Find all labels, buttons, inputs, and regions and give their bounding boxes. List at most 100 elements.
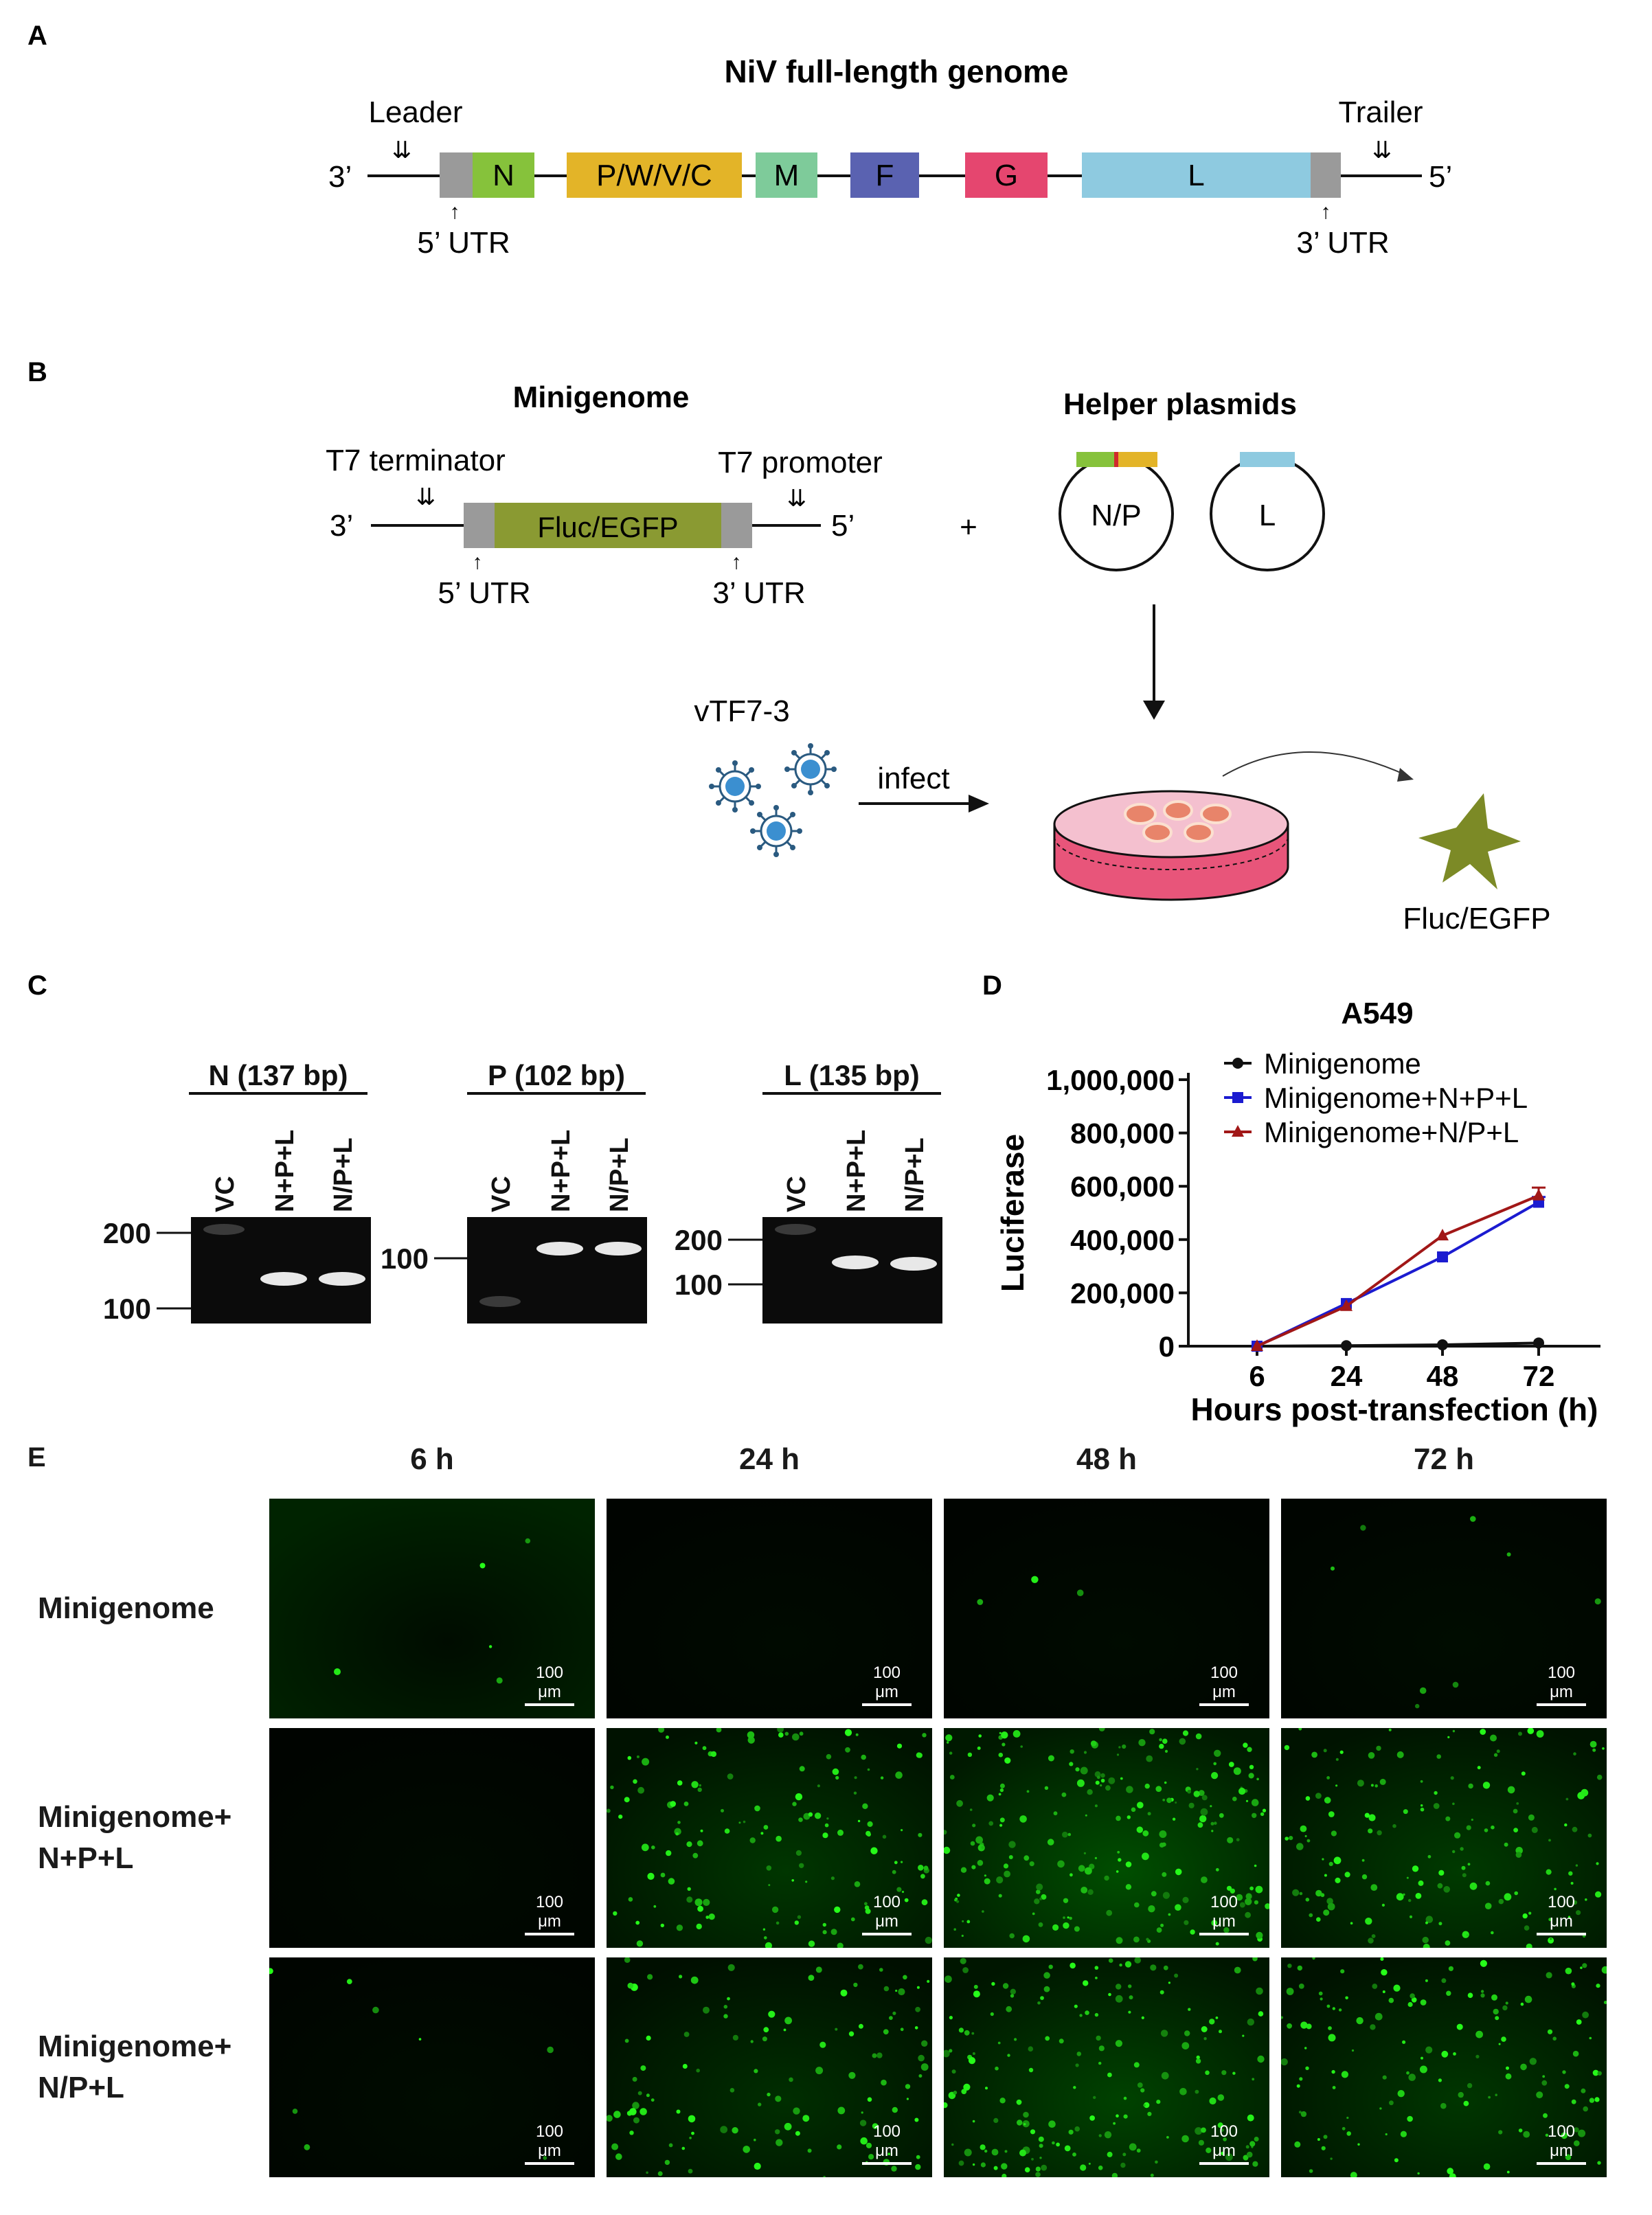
genome-end-left: 3’ [328,160,352,194]
utr5-box [440,152,473,198]
data-point [1532,1188,1545,1201]
fluorescence-micrograph: 100 μm [607,1728,932,1948]
data-point [1533,1337,1544,1349]
scale-bar: 100 μm [525,2122,574,2165]
t7-promoter-label: T7 promoter [718,446,883,479]
scale-bar-label: 100 μm [535,2122,564,2160]
plasmid-np-label: N/P [1091,499,1141,532]
gel-title: L (135 bp) [784,1059,920,1091]
gel-lane-label: VC [211,1176,240,1212]
legend-marker [1232,1092,1243,1103]
fluorescence-micrograph: 100 μm [607,1957,932,2177]
gel-lane-label: N+P+L [842,1130,871,1212]
t7-terminator-label: T7 terminator [326,444,506,477]
utr3-arrow-icon: ↑ [1321,201,1331,223]
scale-bar: 100 μm [1537,2122,1586,2165]
scale-bar-label: 100 μm [872,2122,901,2160]
scale-bar-label: 100 μm [1210,1663,1238,1701]
gene-label-0: N [493,159,514,192]
data-point [1437,1339,1448,1351]
scale-bar: 100 μm [1199,1893,1249,1935]
gene-box-4 [965,152,1048,198]
fluorescence-micrograph: 100 μm [944,1957,1269,2177]
gel-band [595,1242,642,1256]
gene-box-5 [1082,152,1311,198]
reporter-box [495,503,721,548]
gel-lane-label: N/P+L [901,1137,929,1212]
minigenome-title: Minigenome [513,380,690,414]
mg-utr3-label: 3’ UTR [712,576,805,610]
gel-band [890,1257,937,1271]
legend-marker [1232,1058,1243,1069]
leader-arrow-icon: ⇊ [392,137,412,163]
time-column-header: 24 h [738,1442,800,1476]
y-tick-label: 200,000 [1070,1277,1175,1309]
time-column-header: 48 h [1076,1442,1138,1476]
scale-bar-label: 100 μm [535,1663,564,1701]
scale-bar: 100 μm [862,1893,912,1935]
y-tick-label: 0 [1159,1330,1175,1363]
expression-arrowhead [1397,768,1414,782]
y-tick-label: 800,000 [1070,1117,1175,1150]
panel-c-letter: C [27,970,47,1001]
scale-bar: 100 μm [862,1663,912,1706]
utr5-label: 5’ UTR [417,226,510,260]
scale-bar-label: 100 μm [1547,1893,1576,1931]
scale-bar-label: 100 μm [872,1663,901,1701]
panel-b-letter: B [27,357,47,387]
gel-marker-label: 100 [381,1242,429,1275]
data-point [1340,1299,1353,1311]
time-column-header: 6 h [410,1442,454,1476]
scale-bar: 100 μm [1537,1893,1586,1935]
scale-bar: 100 μm [525,1893,574,1935]
plasmid-l: L [1210,452,1325,571]
gene-label-2: M [774,159,800,192]
gene-label-4: G [995,159,1018,192]
virus-icon [709,760,761,813]
virus-icon [750,805,802,857]
gel-band [319,1272,365,1286]
gel-lane-label: N+P+L [271,1130,299,1212]
condition-row-label: Minigenome+N/P+L [38,2030,232,2104]
gene-box-3 [850,152,919,198]
y-tick-label: 1,000,000 [1046,1064,1175,1096]
series-line [1256,1341,1539,1348]
scale-bar: 100 μm [862,2122,912,2165]
x-axis-label: Hours post-transfection (h) [1191,1392,1598,1427]
gel-band [536,1242,583,1256]
gel-marker-label: 200 [675,1224,723,1256]
legend-marker [1232,1125,1244,1137]
time-column-header: 72 h [1413,1442,1475,1476]
leader-label: Leader [368,95,462,129]
gel-image [467,1217,647,1324]
panel-a-letter: A [27,21,47,51]
scale-bar: 100 μm [1537,1663,1586,1706]
t7-terminator-arrow-icon: ⇊ [416,484,436,510]
gel-lane-label: N/P+L [605,1137,634,1212]
gene-label-3: F [876,159,894,192]
transfect-arrowhead [1143,701,1165,720]
plus-sign: + [960,510,977,544]
scale-bar: 100 μm [1199,1663,1249,1706]
infect-arrowhead [969,795,989,813]
scale-bar: 100 μm [1199,2122,1249,2165]
fluorescence-micrograph: 100 μm [269,1499,595,1718]
virus-label: vTF7-3 [694,694,789,728]
scale-bar: 100 μm [525,1663,574,1706]
fluorescence-micrograph: 100 μm [944,1728,1269,1948]
x-tick-label: 6 [1249,1360,1265,1392]
scale-bar-label: 100 μm [1210,2122,1238,2160]
gene-label-5: L [1188,159,1204,192]
t7-promoter-arrow-icon: ⇊ [787,486,807,512]
virus-icons [709,743,837,857]
legend-entry: Minigenome+N+P+L [1264,1082,1528,1114]
utr3-label: 3’ UTR [1296,226,1389,260]
luciferase-chart: A5490200,000400,000600,000800,0001,000,0… [995,997,1600,1427]
legend-entry: Minigenome [1264,1047,1421,1080]
x-tick-label: 72 [1523,1360,1555,1392]
virus-icon [784,743,837,795]
minigenome-end-left: 3’ [330,509,353,543]
fluorescence-micrograph: 100 μm [944,1499,1269,1718]
